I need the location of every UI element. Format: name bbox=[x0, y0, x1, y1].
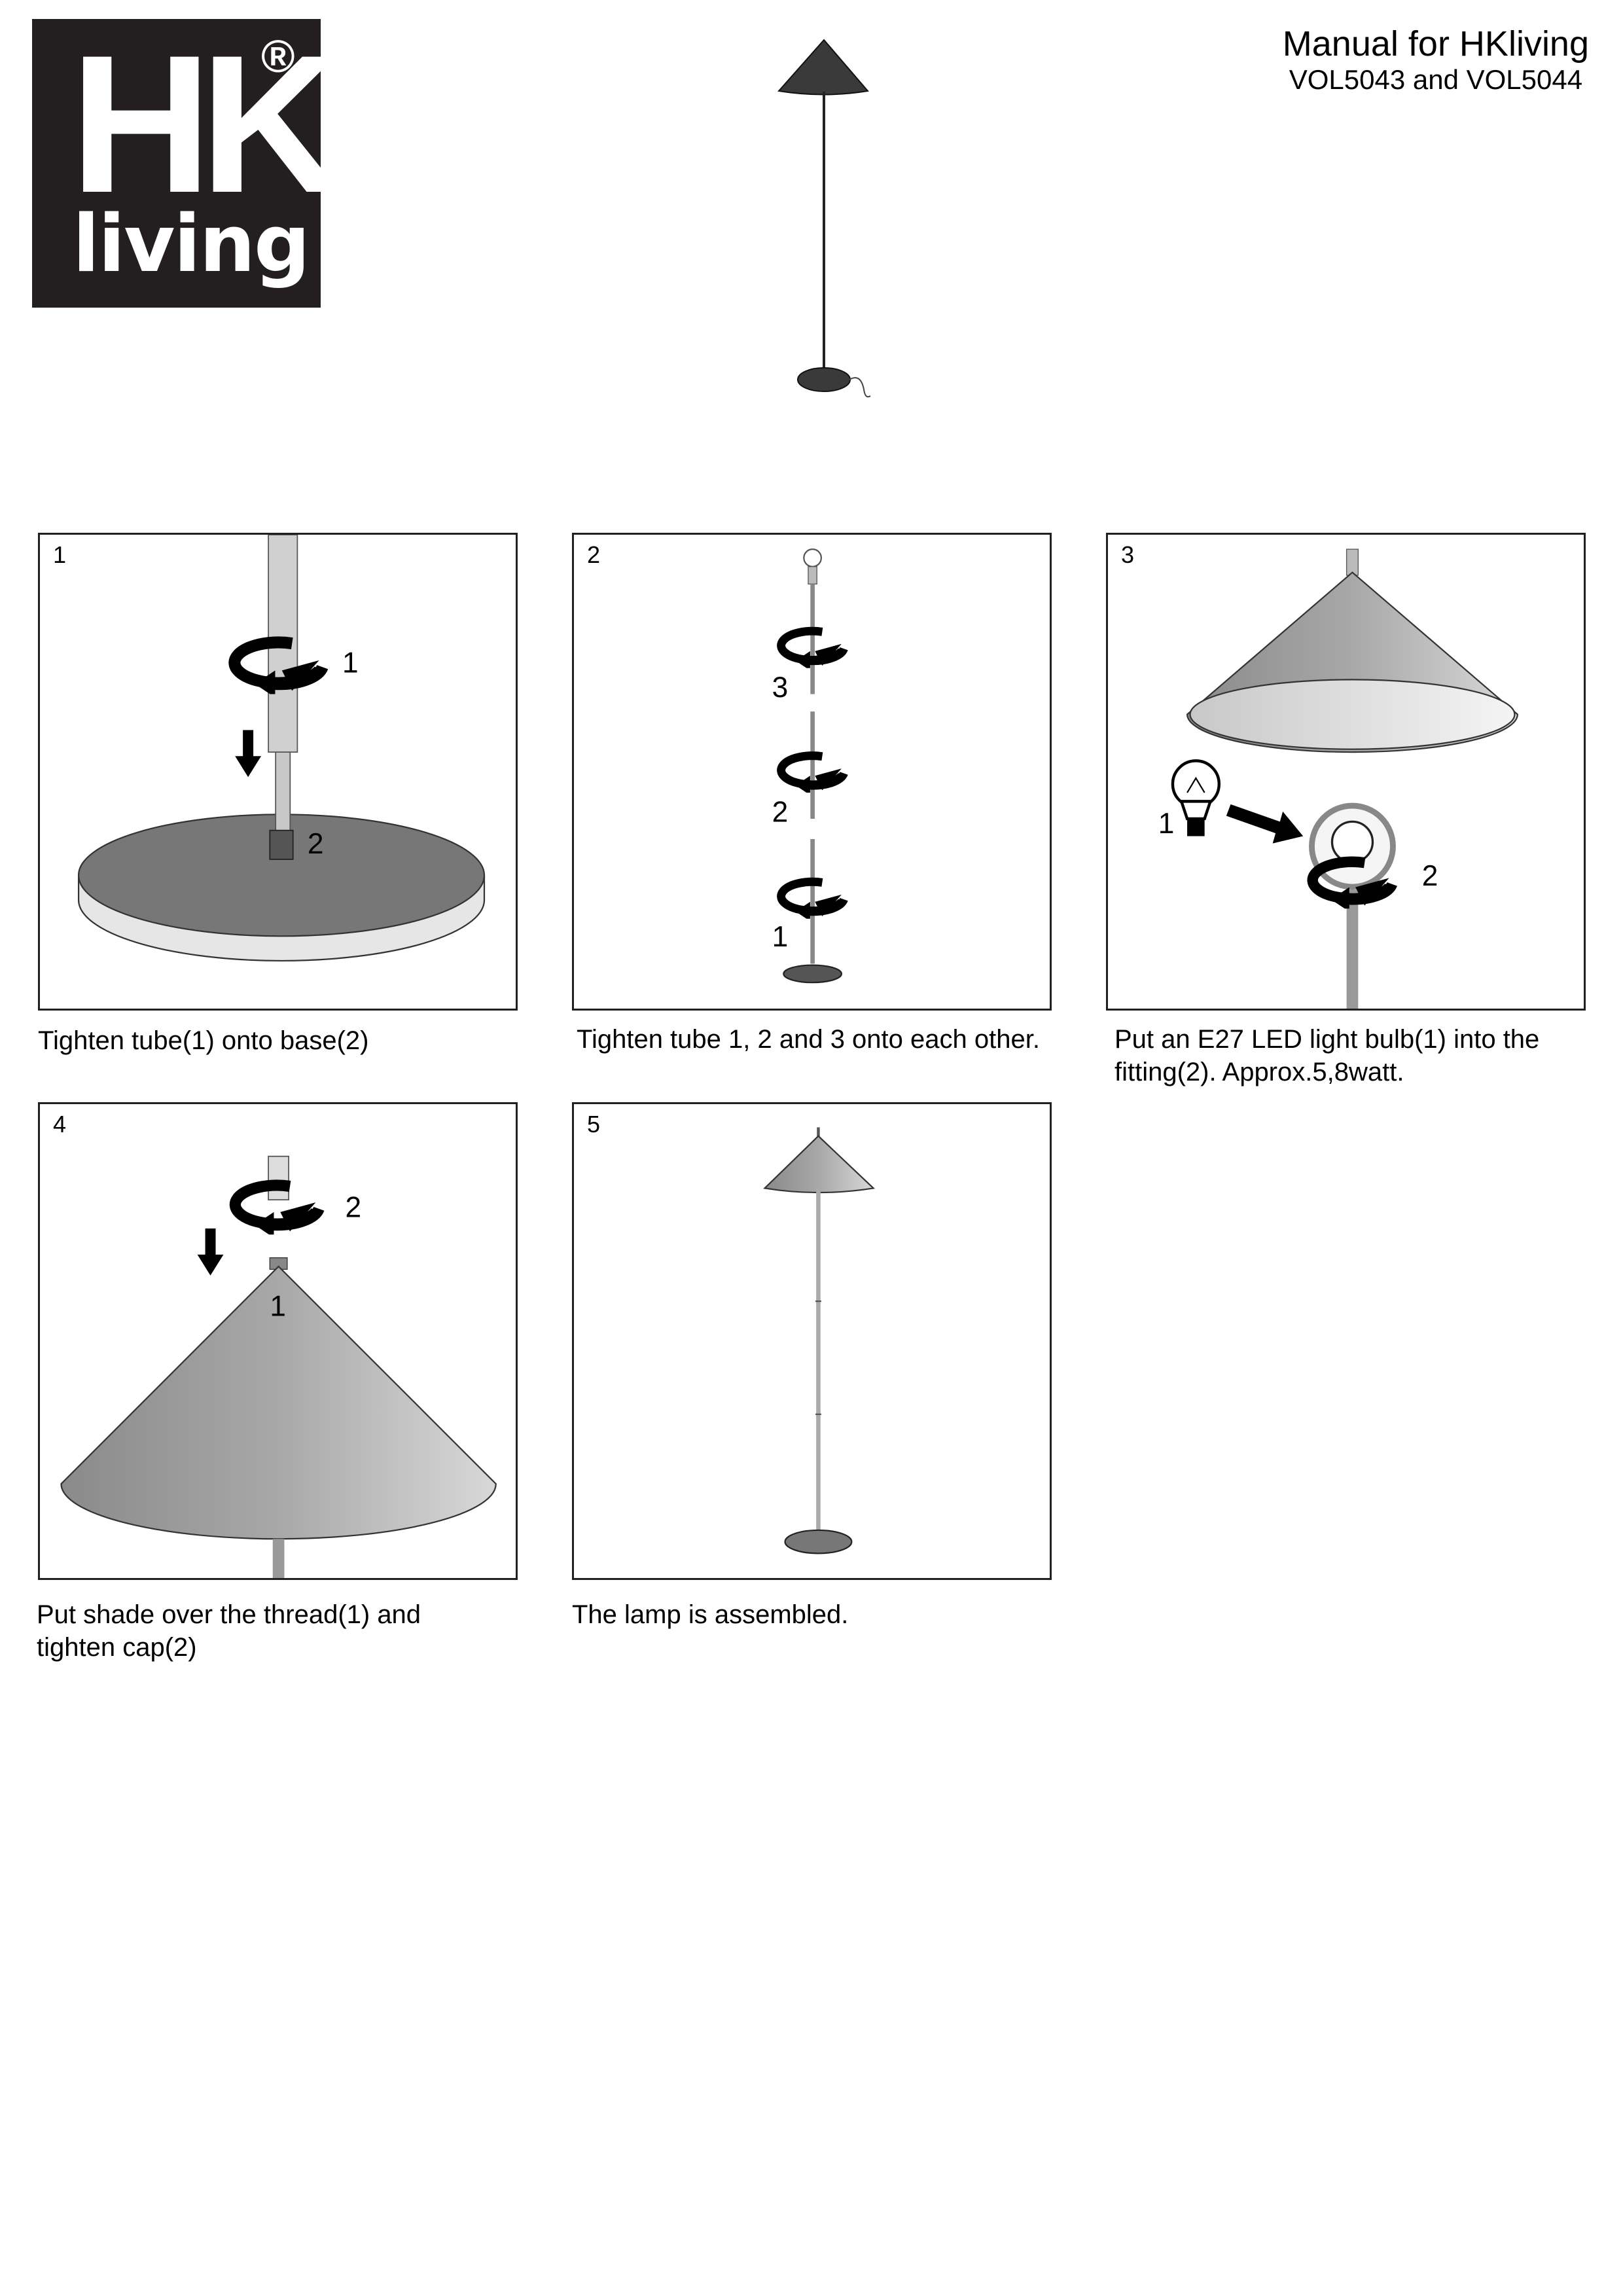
step-number: 3 bbox=[1121, 541, 1135, 568]
step-2-illustration: 3 2 1 bbox=[772, 548, 1050, 984]
step-4-caption: Put shade over the thread(1) and tighten… bbox=[37, 1600, 421, 1662]
step-3-caption: Put an E27 LED light bulb(1) into the fi… bbox=[1115, 1025, 1540, 1086]
down-arrow-icon bbox=[235, 730, 262, 778]
logo-hk: HK bbox=[70, 14, 342, 234]
step-5-illustration bbox=[763, 1127, 875, 1554]
document-header: Manual for HKliving VOL5043 and VOL5044 bbox=[1283, 24, 1589, 96]
callout-1: 1 bbox=[270, 1290, 286, 1322]
manual-title: Manual for HKliving bbox=[1282, 24, 1589, 63]
callout-1: 1 bbox=[1158, 808, 1175, 840]
step-5-panel: 5 bbox=[572, 1102, 1052, 1580]
fitted-bulb-icon bbox=[1330, 820, 1374, 864]
step-2-caption: Tighten tube 1, 2 and 3 onto each other. bbox=[577, 1025, 1040, 1054]
callout-2: 2 bbox=[1422, 860, 1438, 892]
right-arrow-icon bbox=[1226, 804, 1304, 844]
callout-2: 2 bbox=[345, 1192, 361, 1224]
step-3-illustration: 1 2 bbox=[1158, 548, 1518, 1009]
logo-registered-mark: ® bbox=[261, 31, 295, 82]
step-number: 4 bbox=[53, 1111, 67, 1138]
step-4-illustration: 2 1 bbox=[60, 1155, 497, 1578]
step-number: 1 bbox=[53, 541, 67, 568]
callout-3: 3 bbox=[772, 672, 789, 704]
callout-2: 2 bbox=[772, 796, 789, 828]
step-4-panel: 4 2 1 bbox=[38, 1102, 518, 1580]
callout-1: 1 bbox=[772, 921, 789, 953]
callout-2: 2 bbox=[308, 828, 324, 860]
hk-living-logo: HK ® living bbox=[32, 19, 342, 308]
light-bulb-icon bbox=[1171, 759, 1221, 836]
step-number: 2 bbox=[587, 541, 601, 568]
step-2-panel: 2 3 2 1 bbox=[572, 533, 1052, 1011]
lamp-hero-illustration bbox=[777, 39, 871, 398]
step-5-caption: The lamp is assembled. bbox=[572, 1600, 849, 1629]
step-number: 5 bbox=[587, 1111, 601, 1138]
step-1-caption: Tighten tube(1) onto base(2) bbox=[38, 1026, 369, 1055]
callout-1: 1 bbox=[342, 647, 359, 679]
step-1-panel: 1 1 2 bbox=[38, 533, 518, 1011]
down-arrow-icon bbox=[197, 1228, 224, 1276]
step-1-illustration: 1 2 bbox=[77, 535, 486, 962]
step-3-panel: 3 1 2 bbox=[1106, 533, 1586, 1011]
logo-living: living bbox=[73, 199, 310, 290]
model-numbers: VOL5043 and VOL5044 bbox=[1289, 64, 1583, 95]
